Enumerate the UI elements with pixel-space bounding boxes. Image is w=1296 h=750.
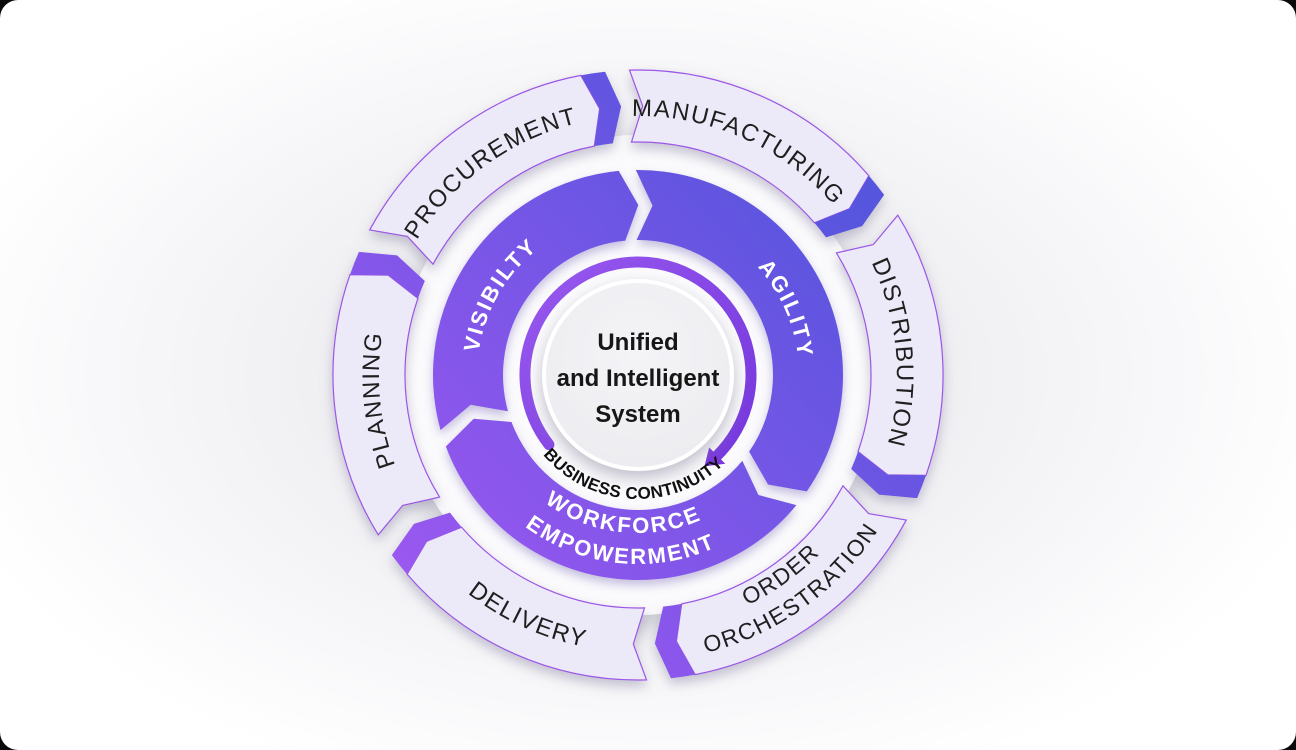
outer-segment-delivery: [391, 512, 648, 681]
outer-segment-manufacturing: [628, 69, 885, 238]
center-text-line3: System: [595, 401, 680, 428]
outer-segment-procurement: [368, 71, 622, 266]
inner-segment-agility: [635, 169, 843, 492]
outer-segment-planning: [332, 251, 441, 536]
flow-chevron-icon: [654, 603, 696, 679]
flow-chevron-icon: [580, 71, 622, 147]
inner-segment-workforce-empowerment: [445, 418, 797, 580]
center-text-line1: Unified: [597, 329, 678, 356]
center-text-line2: and Intelligent: [557, 365, 720, 392]
center-circle: [542, 279, 734, 471]
cycle-arrow-arc: [519, 256, 757, 464]
outer-segment-distribution: [835, 214, 944, 499]
inner-segment-visibility: [432, 170, 639, 431]
outer-segment-order-orchestration: [654, 484, 908, 679]
cycle-arrowhead-icon: [704, 447, 726, 467]
flow-chevron-icon: [851, 451, 927, 499]
flow-chevron-icon: [349, 251, 425, 299]
flow-chevron-icon: [391, 512, 462, 575]
flow-chevron-icon: [814, 175, 885, 238]
diagram-shapes: [332, 69, 944, 681]
cycle-arrow-icon: [519, 256, 757, 467]
inner-ring: [432, 169, 843, 580]
